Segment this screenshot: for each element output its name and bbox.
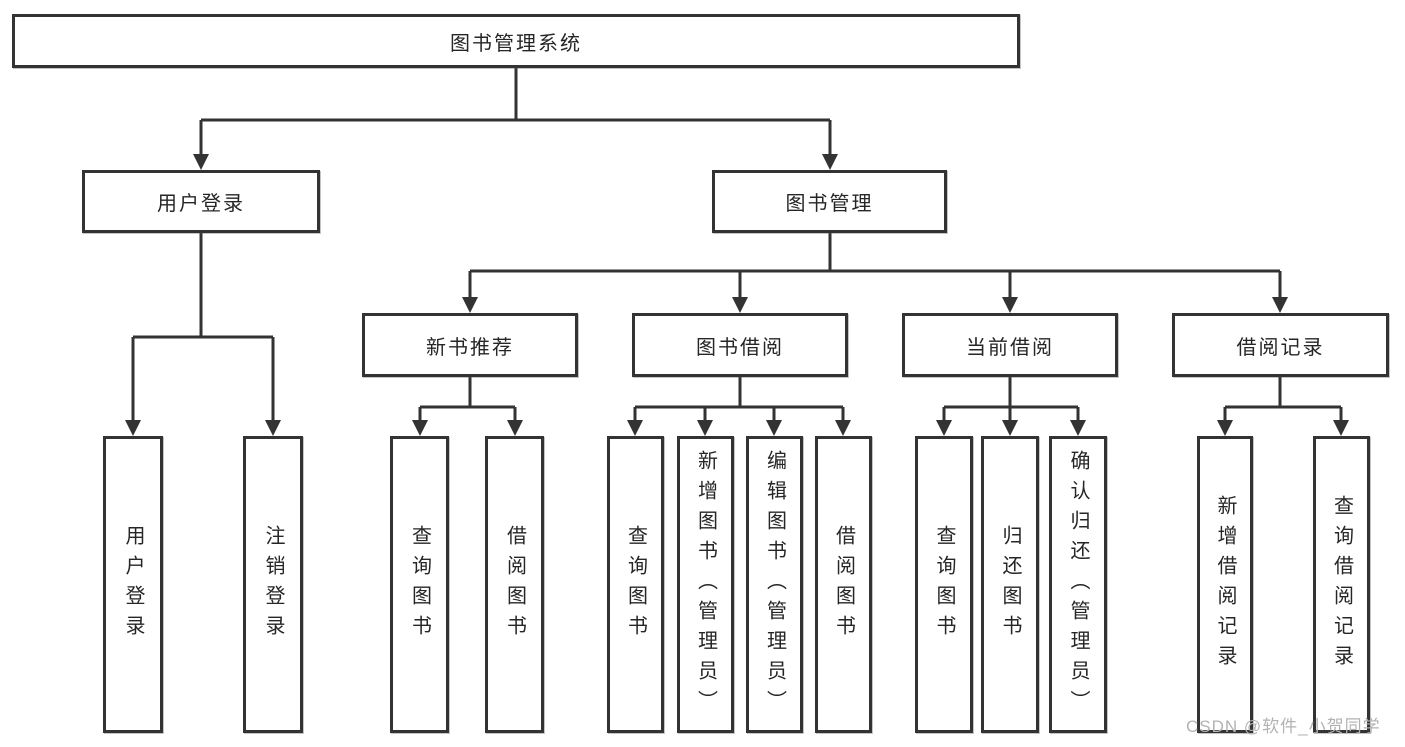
leaf-query-books-recommend: 查询图书 xyxy=(390,436,449,733)
node-current-borrow: 当前借阅 xyxy=(902,313,1118,377)
leaf-user-login: 用户登录 xyxy=(103,436,163,733)
csdn-watermark: CSDN @软件_小贺同学 xyxy=(1186,717,1381,736)
leaf-add-borrow-record: 新增借阅记录 xyxy=(1197,436,1253,733)
leaf-add-borrow-record-label: 新增借阅记录 xyxy=(1214,494,1236,675)
node-book-borrow: 图书借阅 xyxy=(632,313,848,377)
leaf-logout-login-label: 注销登录 xyxy=(262,524,284,645)
leaf-add-book-admin: 新增图书（管理员） xyxy=(677,436,734,733)
leaf-borrow-books: 借阅图书 xyxy=(815,436,872,733)
leaf-query-books-borrow-label: 查询图书 xyxy=(624,524,647,645)
node-new-book-recommend: 新书推荐 xyxy=(362,313,578,377)
leaf-query-borrow-record: 查询借阅记录 xyxy=(1313,436,1370,733)
leaf-confirm-return-admin-label: 确认归还（管理员） xyxy=(1067,449,1089,720)
leaf-query-books-current: 查询图书 xyxy=(915,436,973,733)
leaf-add-book-admin-label: 新增图书（管理员） xyxy=(694,449,717,720)
leaf-query-books-borrow: 查询图书 xyxy=(607,436,664,733)
leaf-edit-book-admin: 编辑图书（管理员） xyxy=(746,436,803,733)
leaf-borrow-books-recommend: 借阅图书 xyxy=(485,436,544,733)
node-book-management: 图书管理 xyxy=(712,170,947,233)
leaf-logout-login: 注销登录 xyxy=(243,436,303,733)
leaf-query-books-current-label: 查询图书 xyxy=(933,524,955,645)
leaf-borrow-books-label: 借阅图书 xyxy=(832,524,855,645)
leaf-query-books-recommend-label: 查询图书 xyxy=(408,524,431,645)
leaf-borrow-books-recommend-label: 借阅图书 xyxy=(503,524,526,645)
leaf-edit-book-admin-label: 编辑图书（管理员） xyxy=(763,449,786,720)
leaf-return-book-label: 归还图书 xyxy=(999,524,1021,645)
node-user-login: 用户登录 xyxy=(82,170,320,233)
node-borrow-records: 借阅记录 xyxy=(1172,313,1389,377)
leaf-query-borrow-record-label: 查询借阅记录 xyxy=(1330,494,1353,675)
leaf-return-book: 归还图书 xyxy=(981,436,1039,733)
leaf-user-login-label: 用户登录 xyxy=(122,524,144,645)
leaf-confirm-return-admin: 确认归还（管理员） xyxy=(1049,436,1107,733)
node-library-system: 图书管理系统 xyxy=(12,14,1020,68)
